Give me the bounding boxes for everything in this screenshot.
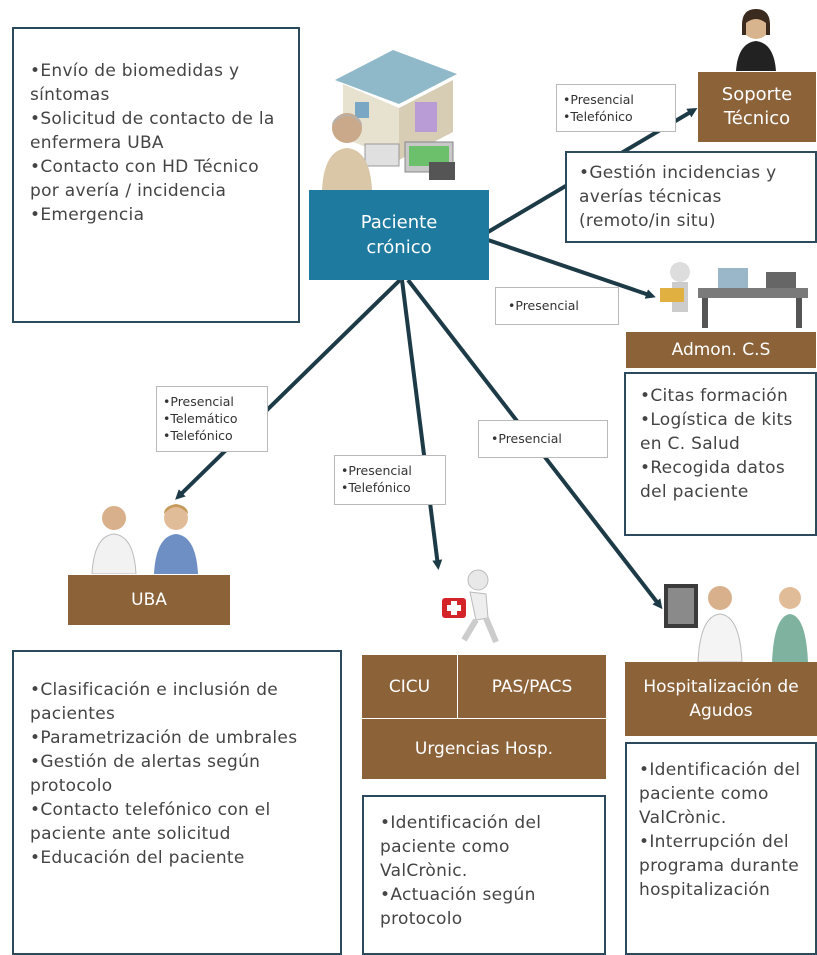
radiology-staff-illustration	[664, 584, 808, 662]
hospital-title-line2: Agudos	[689, 701, 753, 721]
patient-actions-box: Envío de biomedidas y síntomas Solicitud…	[12, 27, 300, 323]
hospital-title-line1: Hospitalización de	[643, 677, 799, 697]
soporte-channels-label: Presencial Telefónico	[556, 84, 676, 132]
list-item: Parametrización de umbrales	[30, 726, 334, 750]
chronic-patient-node: Paciente crónico	[309, 190, 489, 280]
admon-channels-label: Presencial	[495, 287, 619, 325]
urgencias-tasks-box: Identificación del paciente como ValCròn…	[362, 795, 606, 955]
chronic-patient-title-line2: crónico	[366, 237, 432, 258]
soporte-title-line1: Soporte	[721, 84, 793, 105]
urgencias-title: Urgencias Hosp.	[414, 739, 554, 759]
list-item: Citas formación	[640, 384, 811, 408]
list-item: Actuación según protocolo	[380, 883, 598, 931]
uba-node: UBA	[68, 575, 230, 625]
uba-title: UBA	[131, 590, 167, 610]
line-to-admon	[487, 238, 656, 299]
emergency-runner-illustration	[442, 569, 499, 644]
list-item: Emergencia	[30, 203, 290, 227]
line-to-uba	[175, 278, 402, 500]
operator-avatar	[736, 9, 776, 71]
line-to-urgencias	[400, 279, 443, 570]
list-item: Identificación del paciente como ValCròn…	[380, 811, 598, 883]
chronic-patient-title-line1: Paciente	[360, 212, 438, 233]
list-item: Clasificación e inclusión de pacientes	[30, 678, 334, 726]
cicu-node: CICU	[362, 655, 457, 718]
urgencias-node: Urgencias Hosp.	[362, 719, 606, 779]
office-worker-illustration	[660, 262, 808, 328]
soporte-title-line2: Técnico	[723, 108, 791, 129]
hospital-channels-label: Presencial	[478, 420, 608, 458]
list-item: Solicitud de contacto de la enfermera UB…	[30, 107, 290, 155]
channel-item: Presencial	[163, 393, 261, 410]
pas-pacs-node: PAS/PACS	[458, 655, 606, 718]
channel-item: Presencial	[341, 462, 439, 479]
urgencias-channels-label: Presencial Telefónico	[334, 455, 446, 505]
channel-item: Telemático	[163, 410, 261, 427]
admon-tasks-box: Citas formación Logística de kits en C. …	[624, 372, 817, 536]
pas-pacs-title: PAS/PACS	[491, 676, 573, 697]
list-item: Envío de biomedidas y síntomas	[30, 59, 290, 107]
hospital-tasks-box: Identificación del paciente como ValCròn…	[625, 742, 817, 955]
channel-item: Telefónico	[341, 479, 439, 496]
list-item: Gestión incidencias y averías técnicas (…	[579, 161, 809, 233]
uba-tasks-box: Clasificación e inclusión de pacientes P…	[12, 650, 342, 955]
admon-node: Admon. C.S	[626, 332, 816, 368]
list-item: Gestión de alertas según protocolo	[30, 750, 334, 798]
house-devices-illustration	[335, 50, 457, 180]
list-item: Identificación del paciente como ValCròn…	[639, 758, 811, 830]
list-item: Interrupción del programa durante hospit…	[639, 830, 811, 902]
channel-item: Telefónico	[563, 108, 669, 125]
channel-item: Telefónico	[163, 427, 261, 444]
channel-item: Presencial	[508, 297, 606, 314]
list-item: Logística de kits en C. Salud	[640, 408, 811, 456]
list-item: Educación del paciente	[30, 846, 334, 870]
channel-item: Presencial	[491, 430, 595, 447]
channel-item: Presencial	[563, 91, 669, 108]
doctor-nurse-avatars	[91, 504, 198, 574]
cicu-title: CICU	[388, 676, 431, 697]
patient-avatar	[322, 113, 372, 190]
soporte-node: Soporte Técnico	[698, 72, 816, 142]
uba-channels-label: Presencial Telemático Telefónico	[156, 386, 268, 452]
list-item: Recogida datos del paciente	[640, 456, 811, 504]
hospital-node: Hospitalización de Agudos	[625, 662, 817, 736]
patient-actions-list: Envío de biomedidas y síntomas Solicitud…	[30, 59, 290, 227]
admon-title: Admon. C.S	[671, 340, 771, 360]
soporte-tasks-box: Gestión incidencias y averías técnicas (…	[565, 151, 817, 243]
list-item: Contacto telefónico con el paciente ante…	[30, 798, 334, 846]
list-item: Contacto con HD Técnico por avería / inc…	[30, 155, 290, 203]
